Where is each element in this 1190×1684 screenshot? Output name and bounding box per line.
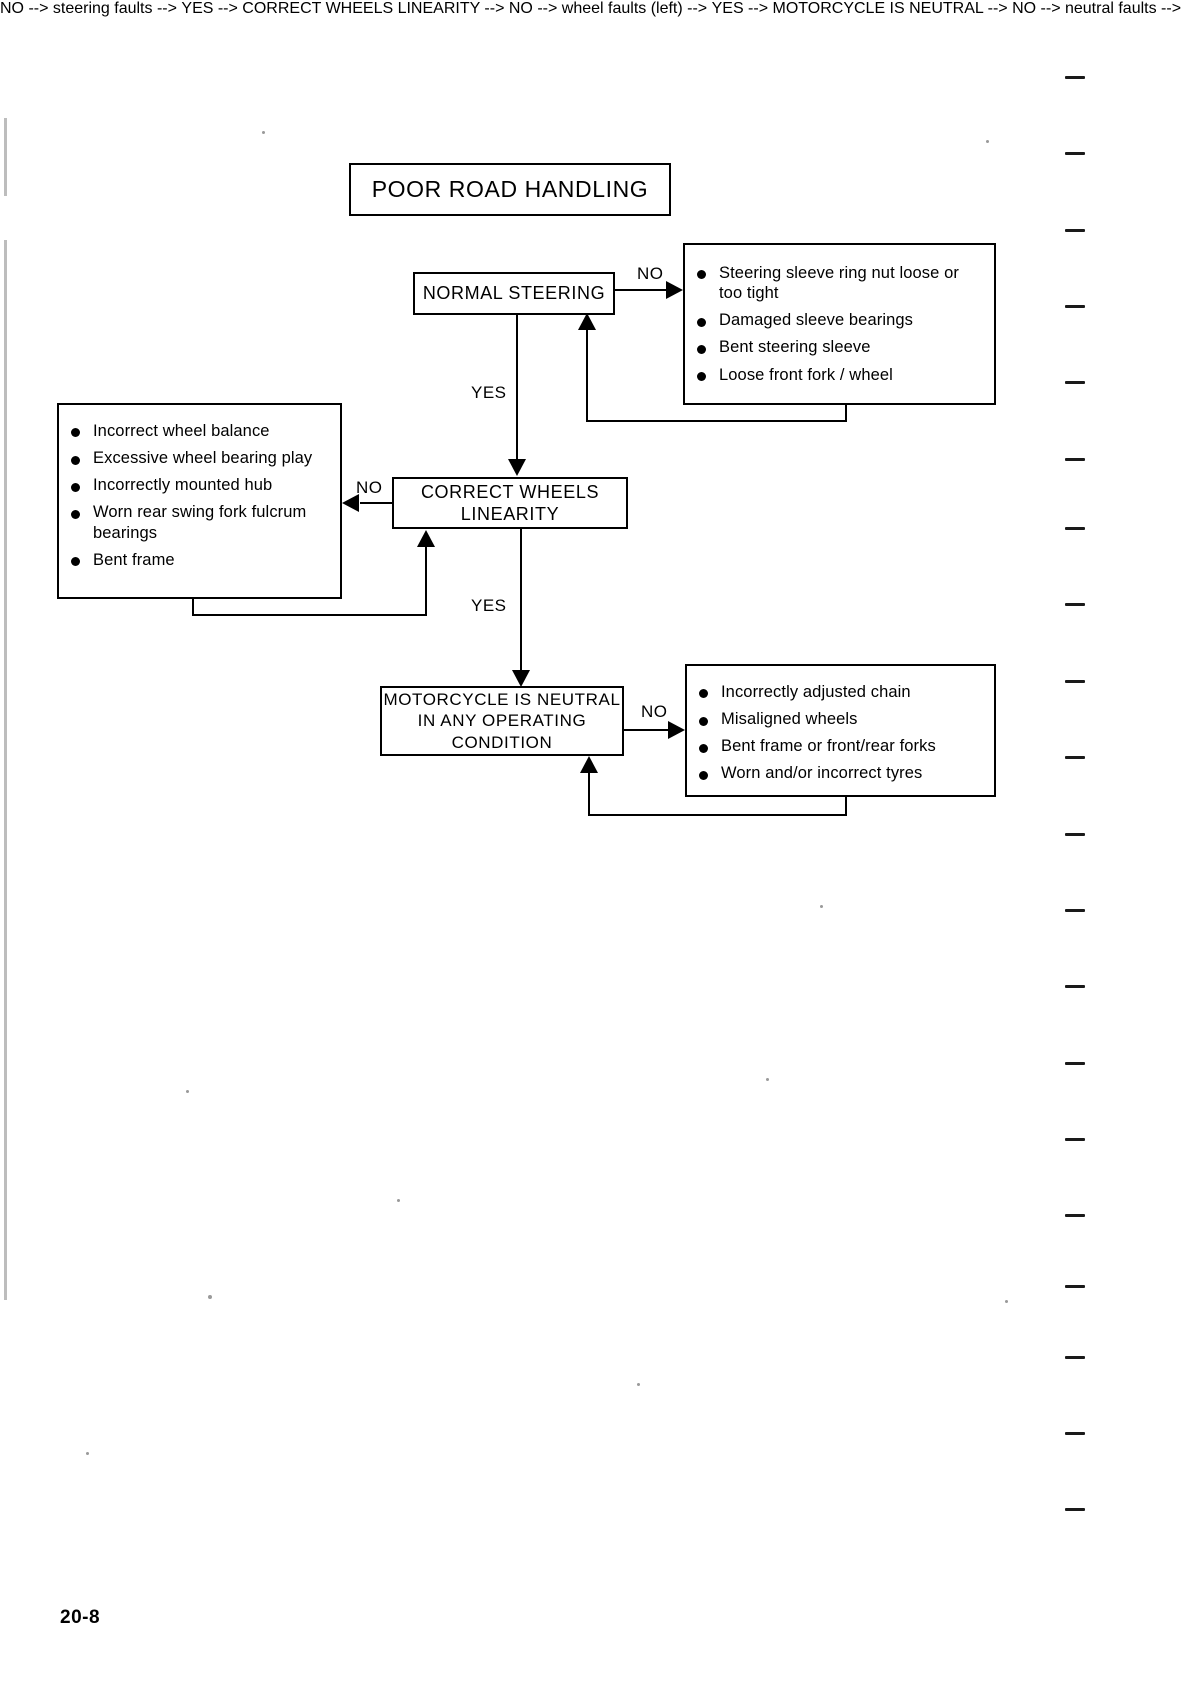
node-wheel-faults[interactable]: Incorrect wheel balance Excessive wheel …: [57, 403, 342, 599]
list-item: Damaged sleeve bearings: [693, 310, 980, 330]
node-correct-wheels-linearity[interactable]: CORRECT WHEELS LINEARITY: [392, 477, 628, 529]
connector-wheel-feedback-down: [192, 599, 194, 616]
connector-correct-wheels-yes: [520, 529, 522, 672]
edge-label-no-3: NO: [641, 702, 668, 721]
node-steering-faults[interactable]: Steering sleeve ring nut loose or too ti…: [683, 243, 996, 405]
list-item: Worn and/or incorrect tyres: [695, 763, 982, 783]
page-edge-tick: [1065, 152, 1085, 155]
scan-speck: [986, 140, 989, 143]
page-edge-tick: [1065, 909, 1085, 912]
page-edge-tick: [1065, 527, 1085, 530]
list-item: Bent frame: [67, 550, 330, 570]
arrowhead-up: [578, 313, 596, 330]
wheel-faults-list: Incorrect wheel balance Excessive wheel …: [67, 421, 330, 570]
arrowhead-up: [417, 530, 435, 547]
page-edge-tick: [1065, 680, 1085, 683]
page-edge-tick: [1065, 229, 1085, 232]
node-motorcycle-neutral[interactable]: MOTORCYCLE IS NEUTRAL IN ANY OPERATING C…: [380, 686, 624, 756]
list-item: Misaligned wheels: [695, 709, 982, 729]
node-normal-steering-label: NORMAL STEERING: [422, 283, 606, 304]
list-item: Excessive wheel bearing play: [67, 448, 330, 468]
page-edge-tick: [1065, 76, 1085, 79]
page-edge-tick: [1065, 1062, 1085, 1065]
scan-speck: [820, 905, 823, 908]
scan-speck: [86, 1452, 89, 1455]
arrowhead-right: [666, 281, 683, 299]
list-item: Incorrect wheel balance: [67, 421, 330, 441]
page-edge-tick: [1065, 381, 1085, 384]
list-item: Loose front fork / wheel: [693, 365, 980, 385]
arrowhead-down: [508, 459, 526, 476]
scan-edge-artifact-top: [4, 118, 7, 196]
list-item: Worn rear swing fork fulcrum bearings: [67, 502, 330, 542]
list-item: Bent steering sleeve: [693, 337, 980, 357]
scan-speck: [208, 1295, 212, 1299]
scan-speck: [397, 1199, 400, 1202]
page-edge-tick: [1065, 458, 1085, 461]
connector-wheel-feedback-right: [192, 614, 427, 616]
page-edge-tick: [1065, 305, 1085, 308]
edge-label-no-1: NO: [637, 264, 664, 283]
connector-neutral-to-neutral-faults: [624, 729, 670, 731]
connector-neutral-feedback-up: [588, 771, 590, 816]
neutral-faults-list: Incorrectly adjusted chain Misaligned wh…: [695, 682, 982, 784]
connector-steering-feedback-up: [586, 328, 588, 422]
edge-label-yes-1: YES: [471, 383, 507, 402]
page-edge-tick: [1065, 1285, 1085, 1288]
page-edge-tick: [1065, 603, 1085, 606]
connector-steering-feedback-down: [845, 405, 847, 422]
node-title-label: POOR ROAD HANDLING: [371, 176, 649, 203]
connector-correct-wheels-to-wheel-faults: [360, 502, 394, 504]
list-item: Incorrectly mounted hub: [67, 475, 330, 495]
arrowhead-right: [668, 721, 685, 739]
list-item: Steering sleeve ring nut loose or too ti…: [693, 263, 980, 303]
connector-neutral-feedback-left: [588, 814, 847, 816]
connector-steering-feedback-left: [586, 420, 847, 422]
arrowhead-left: [342, 494, 359, 512]
page-edge-tick: [1065, 1432, 1085, 1435]
node-motorcycle-neutral-label: MOTORCYCLE IS NEUTRAL IN ANY OPERATING C…: [383, 690, 621, 752]
connector-normal-steering-yes: [516, 315, 518, 461]
page-edge-tick: [1065, 1356, 1085, 1359]
scan-speck: [1005, 1300, 1008, 1303]
scan-edge-artifact-mid: [4, 240, 7, 1300]
page-edge-tick: [1065, 756, 1085, 759]
list-item: Incorrectly adjusted chain: [695, 682, 982, 702]
node-neutral-faults[interactable]: Incorrectly adjusted chain Misaligned wh…: [685, 664, 996, 797]
node-normal-steering[interactable]: NORMAL STEERING: [413, 272, 615, 315]
node-correct-wheels-linearity-label: CORRECT WHEELS LINEARITY: [420, 481, 600, 525]
page-number: 20-8: [60, 1607, 101, 1628]
node-title-poor-road-handling[interactable]: POOR ROAD HANDLING: [349, 163, 671, 216]
steering-faults-list: Steering sleeve ring nut loose or too ti…: [693, 263, 980, 385]
page-edge-tick: [1065, 985, 1085, 988]
page-edge-tick: [1065, 1138, 1085, 1141]
page-edge-tick: [1065, 833, 1085, 836]
arrowhead-up: [580, 756, 598, 773]
connector-neutral-feedback-down: [845, 797, 847, 816]
scan-speck: [766, 1078, 769, 1081]
list-item: Bent frame or front/rear forks: [695, 736, 982, 756]
page-edge-tick: [1065, 1214, 1085, 1217]
page-edge-tick: [1065, 1508, 1085, 1511]
scan-speck: [186, 1090, 189, 1093]
scan-speck: [262, 131, 265, 134]
connector-wheel-feedback-up: [425, 545, 427, 615]
edge-label-yes-2: YES: [471, 596, 507, 615]
scan-speck: [637, 1383, 640, 1386]
arrowhead-down: [512, 670, 530, 687]
connector-normal-steering-to-steering-faults: [615, 289, 667, 291]
edge-label-no-2: NO: [356, 478, 383, 497]
